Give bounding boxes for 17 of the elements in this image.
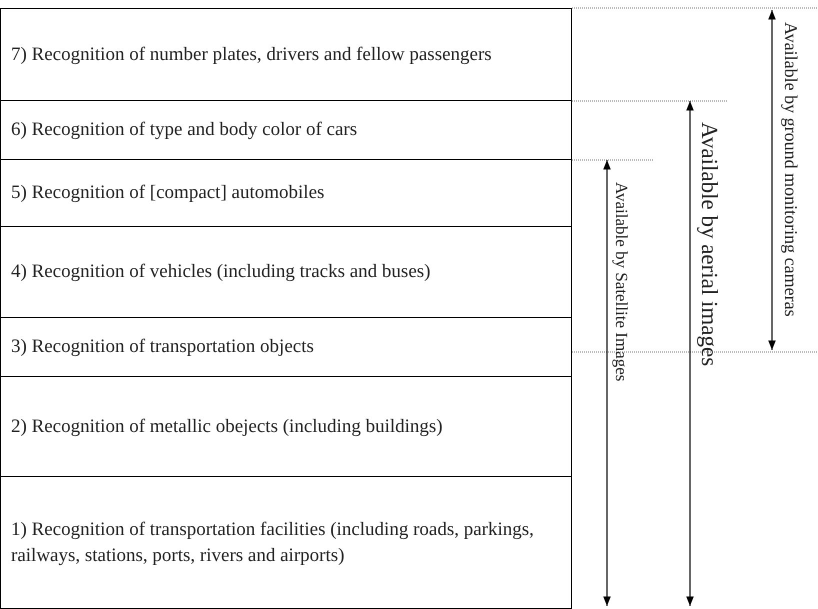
- level-text: 6) Recognition of type and body color of cars: [11, 118, 358, 142]
- level-text: 7) Recognition of number plates, drivers and fellow passengers: [11, 42, 492, 66]
- level-row: [0, 8, 572, 101]
- level-text: 1) Recognition of transportation facilities (including roads, parkings, railways, stations, ports, rivers and airports): [11, 518, 535, 568]
- range-label: Available by aerial images: [698, 122, 721, 366]
- level-text: 4) Recognition of vehicles (including tracks and buses): [11, 260, 430, 284]
- level-row: [0, 160, 572, 227]
- level-text: 5) Recognition of [compact] automobiles: [11, 181, 324, 205]
- level-text: 3) Recognition of transportation objects: [11, 335, 314, 359]
- level-row: [0, 377, 572, 477]
- level-text: 2) Recognition of metallic obejects (including buildings): [11, 414, 443, 438]
- level-row: [0, 318, 572, 377]
- level-row: [0, 477, 572, 609]
- level-row: [0, 227, 572, 318]
- range-label: Available by ground monitoring cameras: [782, 22, 800, 317]
- level-row: [0, 101, 572, 160]
- range-label: Available by Satellite Images: [613, 182, 630, 382]
